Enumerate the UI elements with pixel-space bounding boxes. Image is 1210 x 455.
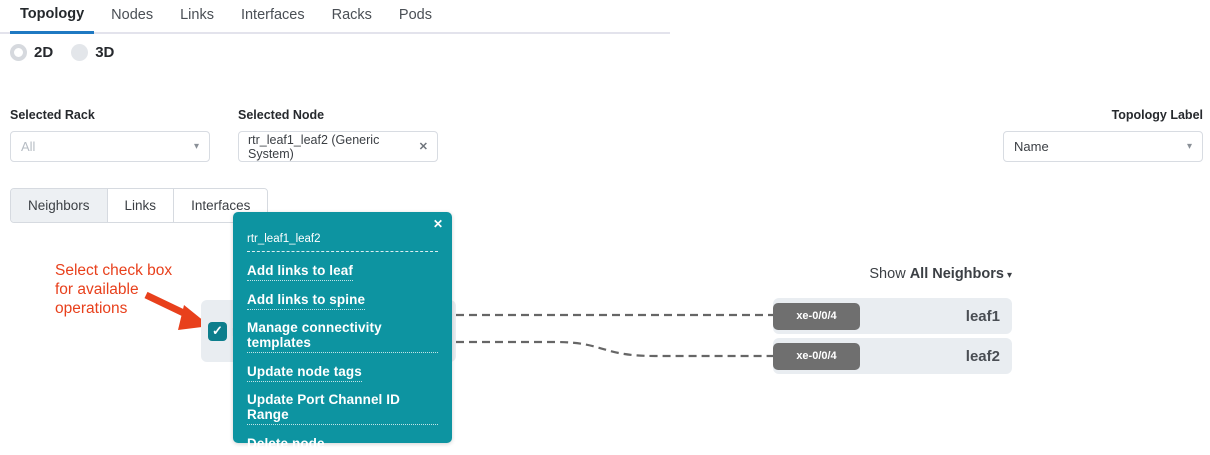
radio-3d-icon[interactable] [71,44,89,61]
selected-node-group: Selected Node rtr_leaf1_leaf2 (Generic S… [238,108,438,162]
menu-item-delete-node[interactable]: Delete node [247,435,438,454]
tab-nodes[interactable]: Nodes [111,7,154,23]
menu-item-manage-connectivity-templates[interactable]: Manage connectivity templates [247,320,438,353]
menu-item-update-port-channel-id-range[interactable]: Update Port Channel ID Range [247,392,438,425]
menu-item-add-links-to-spine[interactable]: Add links to spine [247,291,438,310]
topology-label-label: Topology Label [1111,108,1203,122]
radio-3d-label: 3D [95,44,115,61]
tab-interfaces[interactable]: Interfaces [240,7,305,23]
tab-links[interactable]: Links [180,7,214,23]
context-menu-title: rtr_leaf1_leaf2 [247,233,438,252]
subtab-links[interactable]: Links [107,189,175,222]
annotation-text: Select check box for available operation… [55,262,173,317]
chevron-down-icon: ▾ [193,141,199,152]
show-neighbors-filter[interactable]: Show All Neighbors▾ [773,266,1012,282]
port-badge: xe-0/0/4 [773,342,860,370]
tab-pods[interactable]: Pods [398,7,432,23]
selected-rack-label: Selected Rack [10,108,95,122]
show-label: Show [869,266,906,282]
remove-node-icon[interactable]: ✕ [418,141,428,153]
menu-item-update-node-tags[interactable]: Update node tags [247,363,438,382]
selected-node-value: rtr_leaf1_leaf2 (Generic System) [248,132,380,161]
radio-3d[interactable]: 3D [71,44,114,61]
port-badge: xe-0/0/4 [773,302,860,330]
neighbor-name: leaf2 [965,347,1000,365]
chevron-down-icon: ▾ [1006,270,1012,281]
selected-rack-group: Selected Rack All ▾ [10,108,210,162]
radio-2d[interactable]: 2D [10,44,53,61]
close-icon[interactable]: ✕ [432,217,443,231]
node-context-menu: ✕ rtr_leaf1_leaf2 Add links to leaf Add … [233,212,452,454]
neighbor-row-leaf1[interactable]: xe-0/0/4 leaf1 [773,298,1012,334]
context-menu-list: Add links to leaf Add links to spine Man… [247,262,438,454]
topology-label-select[interactable]: Name ▾ [1003,131,1203,162]
subtab-neighbors[interactable]: Neighbors [11,189,108,222]
selected-rack-value: All [21,139,36,154]
neighbor-row-leaf2[interactable]: xe-0/0/4 leaf2 [773,338,1012,374]
neighbors-filter-value: All Neighbors [909,266,1004,282]
radio-2d-icon[interactable] [10,44,27,61]
selected-rack-select[interactable]: All ▾ [10,131,210,162]
selected-node-label: Selected Node [238,108,325,122]
subtab-interfaces[interactable]: Interfaces [174,189,268,222]
topology-label-value: Name [1014,139,1049,154]
main-tab-bar: Topology Nodes Links Interfaces Racks Po… [0,0,670,34]
radio-2d-label: 2D [34,44,54,61]
detail-tab-bar: Neighbors Links Interfaces [10,188,269,223]
chevron-down-icon: ▾ [1186,141,1192,152]
tab-racks[interactable]: Racks [331,7,372,23]
topology-label-group: Topology Label Name ▾ [1003,108,1203,162]
view-mode-switch: 2D 3D [10,44,114,61]
menu-item-add-links-to-leaf[interactable]: Add links to leaf [247,262,438,281]
neighbor-name: leaf1 [965,307,1000,325]
node-checkbox[interactable]: ✓ [208,321,227,341]
tab-topology[interactable]: Topology [10,0,95,34]
link-line-leaf2 [430,340,773,358]
selected-node-select[interactable]: rtr_leaf1_leaf2 (Generic System) ✕ [238,131,438,162]
